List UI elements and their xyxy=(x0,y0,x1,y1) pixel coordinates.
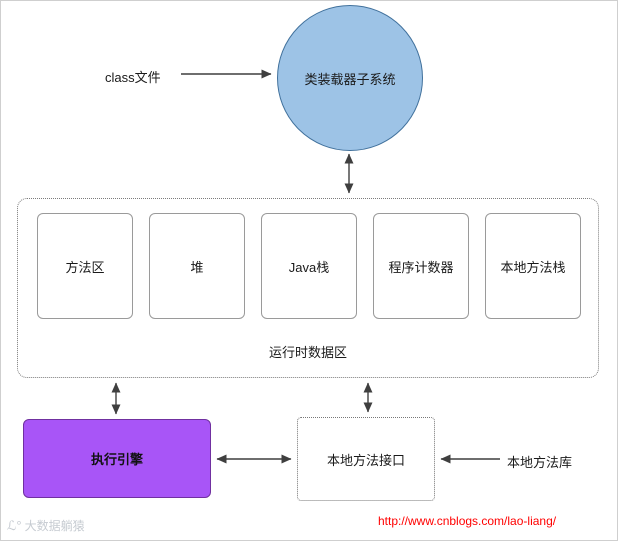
runtime-data-area-container: 方法区 堆 Java栈 程序计数器 本地方法栈 运行时数据区 xyxy=(17,198,599,378)
watermark-logo-icon: ℒ° xyxy=(7,517,22,533)
native-method-stack-box: 本地方法栈 xyxy=(485,213,581,319)
java-stack-label: Java栈 xyxy=(288,259,330,275)
native-method-interface-box: 本地方法接口 xyxy=(297,417,435,501)
native-method-library-label: 本地方法库 xyxy=(507,455,573,470)
method-area-box: 方法区 xyxy=(37,213,133,319)
execution-engine-label: 执行引擎 xyxy=(90,452,143,467)
heap-box: 堆 xyxy=(149,213,245,319)
method-area-label: 方法区 xyxy=(65,259,105,275)
program-counter-box: 程序计数器 xyxy=(373,213,469,319)
watermark-text: 大数据躺猿 xyxy=(24,519,85,533)
java-stack-box: Java栈 xyxy=(261,213,357,319)
source-url-link[interactable]: http://www.cnblogs.com/lao-liang/ xyxy=(378,514,557,528)
class-loader-subsystem-node: 类装载器子系统 xyxy=(277,5,423,151)
native-method-interface-label: 本地方法接口 xyxy=(326,452,405,468)
watermark: ℒ° 大数据躺猿 xyxy=(7,517,85,534)
heap-label: 堆 xyxy=(190,259,204,275)
program-counter-label: 程序计数器 xyxy=(388,259,454,275)
runtime-data-area-label: 运行时数据区 xyxy=(268,345,347,360)
class-file-label: class文件 xyxy=(105,70,161,85)
class-loader-subsystem-label: 类装载器子系统 xyxy=(304,71,396,87)
native-method-stack-label: 本地方法栈 xyxy=(500,259,566,275)
execution-engine-box: 执行引擎 xyxy=(23,419,211,498)
